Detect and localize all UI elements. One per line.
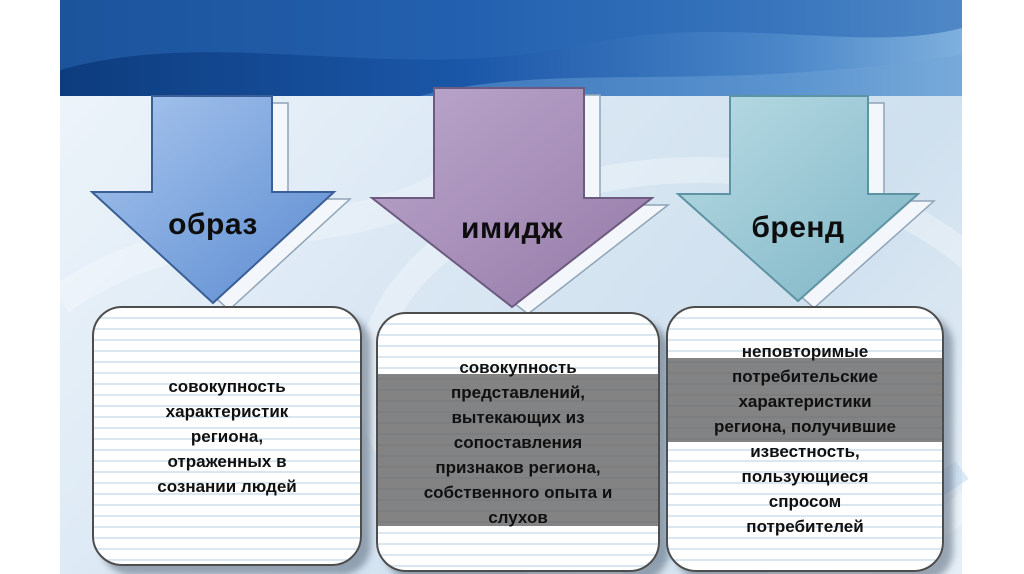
arrow-imidge [369,87,655,309]
arrow-label-brand: бренд [751,211,845,244]
arrow-obraz [89,95,337,305]
arrow-brand [675,95,921,303]
definition-text-imidge: совокупность представлений, вытекающих и… [423,357,613,527]
definition-box-brand: неповторимые потребительские характерист… [666,306,944,572]
arrow-label-imidge: имидж [461,212,563,245]
definition-box-obraz: совокупность характеристик региона, отра… [92,306,362,566]
arrow-label-obraz: образ [168,208,258,241]
definition-text-obraz: совокупность характеристик региона, отра… [157,376,297,496]
highlight-band [668,358,942,442]
top-band-wave-2 [420,55,962,96]
highlight-band [378,374,658,526]
definition-text-brand: неповторимые потребительские характерист… [713,342,897,536]
top-band-wave [60,0,962,70]
swirl-ellipse [357,157,1024,574]
definition-box-imidge: совокупность представлений, вытекающих и… [376,312,660,572]
